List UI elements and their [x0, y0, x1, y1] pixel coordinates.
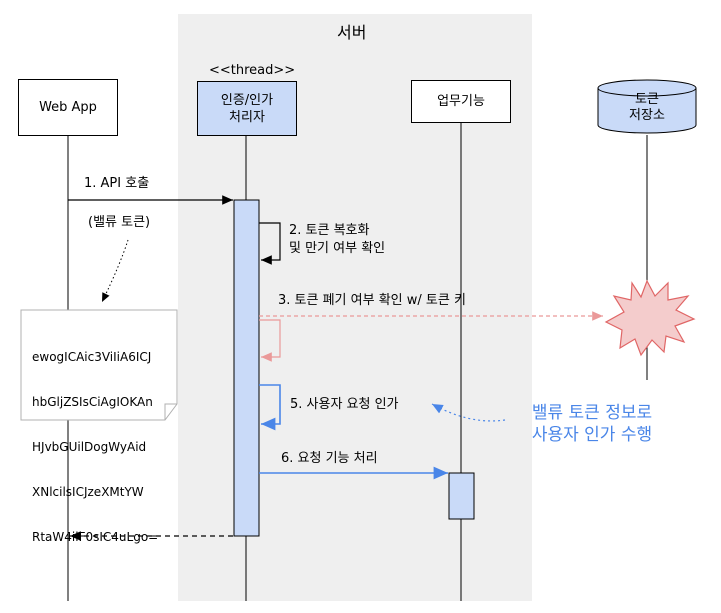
business-participant: 업무기능 — [411, 80, 511, 123]
annotation-line1: 밸류 토큰 정보로 — [531, 403, 653, 423]
msg2-label-line1: 2. 토큰 복호화 — [289, 223, 370, 238]
token-line: ewogICAic3ViIiA6ICJ — [32, 350, 152, 364]
token-store-label-line1: 토큰 — [635, 92, 659, 107]
token-store-cylinder — [597, 79, 697, 134]
server-label: 서버 — [337, 23, 367, 42]
webapp-participant: Web App — [18, 79, 118, 136]
annotation-text: 밸류 토큰 정보로 사용자 인가 수행 — [502, 402, 682, 446]
auth-activation — [233, 199, 260, 537]
auth-label-line1: 인증/인가 — [220, 92, 274, 108]
token-note-text: ewogICAic3ViIiA6ICJ hbGljZSIsCiAgIOKAn H… — [32, 320, 158, 560]
explosion-shape — [604, 279, 696, 357]
auth-label-line2: 처리자 — [229, 109, 265, 125]
token-line: HJvbGUilDogWyAid — [32, 440, 147, 454]
auth-stereotype: <<thread>> — [209, 63, 296, 78]
token-line: hbGljZSIsCiAgIOKAn — [32, 395, 153, 409]
annotation-line2: 사용자 인가 수행 — [531, 425, 653, 445]
token-note-shape — [20, 309, 178, 421]
business-activation — [448, 472, 475, 520]
token-line: RtaW4ilF0sIC4uLgo= — [32, 530, 159, 544]
token-note-connector — [101, 239, 129, 303]
msg1-label: 1. API 호출 — [84, 176, 150, 191]
auth-participant: 인증/인가 처리자 — [197, 81, 297, 136]
msg5-label: 5. 사용자 요청 인가 — [290, 397, 399, 412]
token-line: XNlcilsICJzeXMtYW — [32, 485, 144, 499]
msg5-arrow — [259, 384, 281, 431]
webapp-label: Web App — [39, 100, 97, 115]
msg2-arrow — [259, 222, 281, 265]
annotation-connector — [431, 403, 506, 422]
msg6-label: 6. 요청 기능 처리 — [281, 451, 378, 466]
msg2-label-line2: 및 만기 여부 확인 — [289, 241, 386, 256]
token-store-label-line2: 저장소 — [629, 108, 665, 123]
msg1-note-label: (밸류 토큰) — [88, 215, 151, 230]
msg3-return-arrow — [259, 319, 281, 362]
business-label: 업무기능 — [437, 94, 485, 109]
msg3-label: 3. 토큰 폐기 여부 확인 w/ 토큰 키 — [278, 293, 466, 308]
token-store-label: 토큰 저장소 — [598, 92, 696, 124]
